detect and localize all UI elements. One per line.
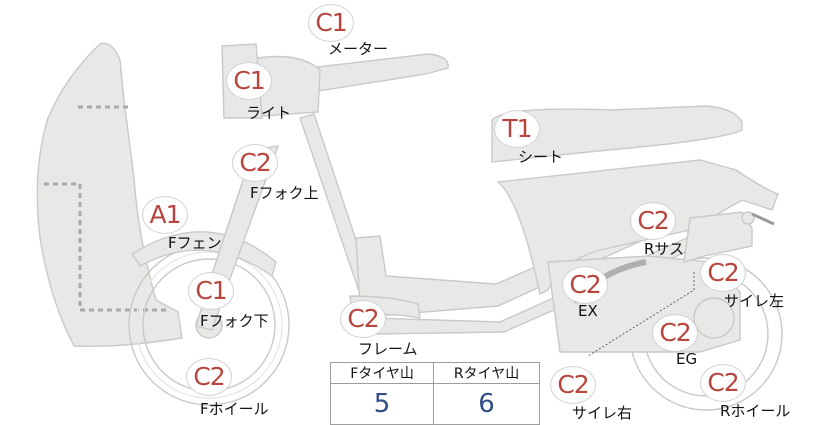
fender-code-badge: A1 [142, 196, 188, 234]
rsus-code-badge: C2 [630, 202, 676, 240]
rear-tire-value: 6 [433, 383, 540, 425]
handlebar [290, 53, 449, 93]
ex-code-badge: C2 [562, 266, 608, 304]
seat-label: シート [518, 148, 564, 166]
pointer-line [587, 272, 695, 357]
frame-code-badge: C2 [340, 300, 386, 338]
side-left-code-badge: C2 [700, 254, 746, 292]
front-wheel [135, 251, 283, 399]
rear-shock [683, 211, 753, 263]
fork-upper-code-badge: C2 [232, 144, 278, 182]
meter-code-badge: C1 [308, 4, 354, 42]
frame-label: フレーム [358, 340, 418, 358]
side-left-label: サイレ左 [724, 292, 785, 310]
meter-label: メーター [328, 40, 389, 58]
light-code-badge: C1 [226, 62, 272, 100]
fork-lower-label: Fフォク下 [200, 312, 269, 330]
front-shield [36, 42, 183, 348]
side-right-label: サイレ右 [572, 404, 633, 422]
engine-hub [693, 297, 735, 339]
front-panel-dashes [44, 105, 170, 312]
tire-tread-table: Fタイヤ山 Rタイヤ山 5 6 [329, 362, 540, 425]
eg-code-badge: C2 [652, 314, 698, 352]
fork-upper-label: Fフォク上 [250, 184, 319, 202]
seat [491, 105, 743, 163]
ex-label: EX [578, 302, 598, 320]
front-tire-value: 5 [329, 383, 435, 425]
front-wheel-label: Fホイール [200, 400, 269, 418]
eg-label: EG [676, 350, 698, 368]
side-right-code-badge: C2 [550, 366, 596, 404]
rear-wheel-label: Rホイール [720, 402, 791, 420]
fender-label: Fフェン [168, 234, 222, 252]
rear-wheel-code-badge: C2 [700, 364, 746, 402]
fork-lower-code-badge: C1 [188, 272, 234, 310]
front-tire-header: Fタイヤ山 [329, 362, 435, 384]
rsus-label: Rサス [644, 240, 685, 258]
seat-code-badge: T1 [494, 110, 540, 148]
rear-tire-header: Rタイヤ山 [433, 362, 540, 384]
front-wheel-code-badge: C2 [186, 358, 232, 396]
light-label: ライト [246, 104, 292, 122]
